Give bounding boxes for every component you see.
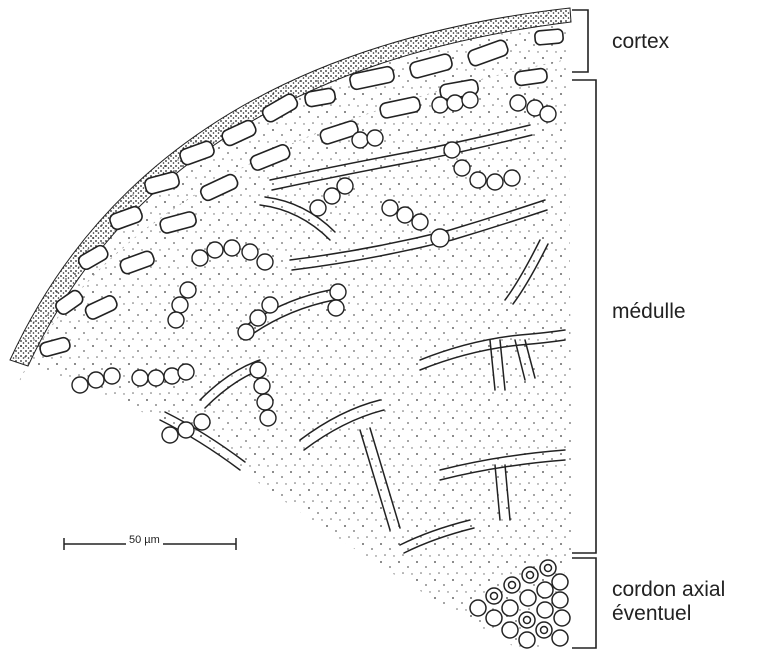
bracket-cordon [572, 558, 596, 648]
scale-bar-label: 50 µm [126, 534, 163, 546]
label-medulle: médulle [612, 300, 686, 324]
label-cordon-axial: cordon axial éventuel [612, 578, 725, 626]
bracket-medulle [572, 80, 596, 553]
label-cordon-line1: cordon axial [612, 578, 725, 602]
label-cortex: cortex [612, 30, 669, 54]
label-cordon-line2: éventuel [612, 602, 725, 626]
bracket-cortex [572, 10, 588, 72]
